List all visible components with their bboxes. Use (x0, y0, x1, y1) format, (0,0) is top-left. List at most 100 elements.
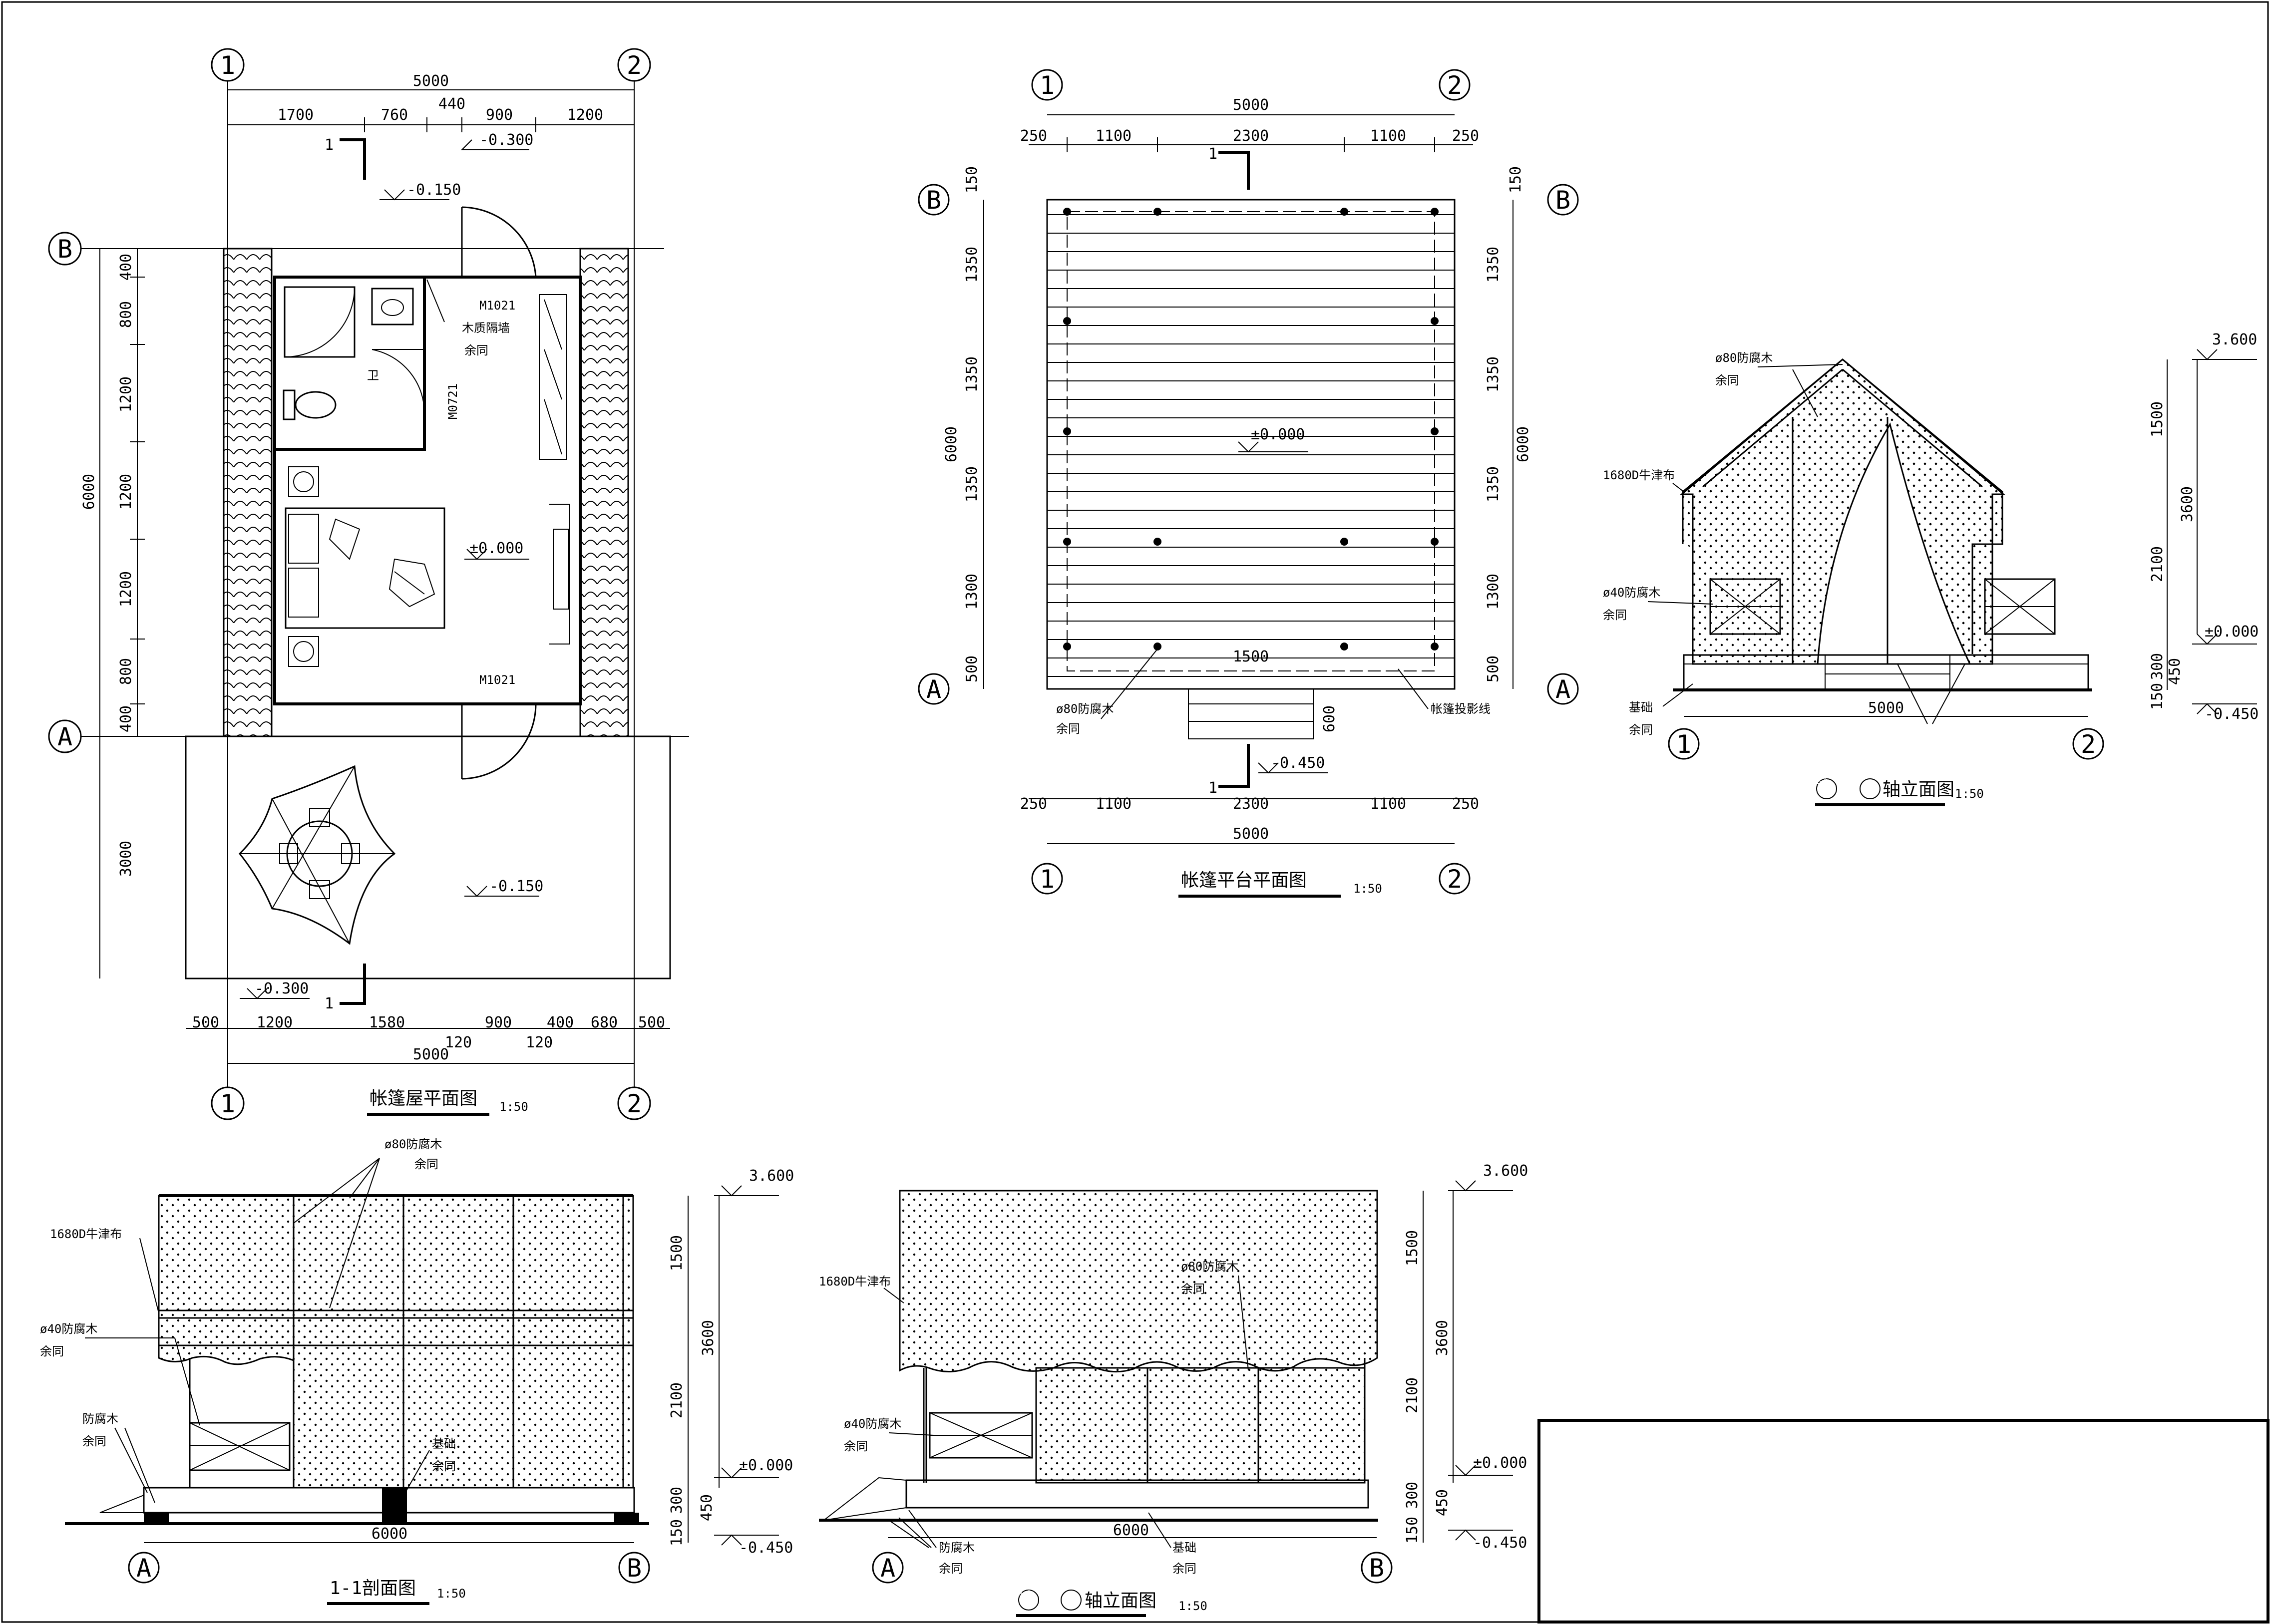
elev12-note-post: ø80防腐木 (1715, 351, 1773, 365)
elevab-dim-width: 6000 (1113, 1522, 1149, 1539)
svg-text:2: 2 (627, 51, 642, 80)
platform-post (1431, 317, 1439, 325)
platform-post (1431, 208, 1439, 216)
svg-text:M0721: M0721 (446, 383, 460, 419)
svg-text:120: 120 (526, 1034, 553, 1051)
svg-text:250: 250 (1452, 127, 1479, 145)
plan-dim-top-total: 5000 (413, 72, 449, 90)
svg-text:1200: 1200 (117, 376, 135, 412)
svg-text:余同: 余同 (1172, 1562, 1196, 1576)
svg-text:-0.300: -0.300 (255, 980, 309, 997)
platform-dim-top-total: 5000 (1233, 96, 1269, 114)
plan-axis-1-bot: 1 (211, 1086, 245, 1120)
svg-text:1: 1 (325, 995, 334, 1012)
svg-text:余同: 余同 (1056, 722, 1080, 736)
platform-dim-bot-total: 5000 (1233, 825, 1269, 843)
wash-basin (371, 288, 414, 325)
platform-post (1063, 427, 1071, 435)
elev12-dim-width: 5000 (1868, 699, 1904, 717)
elevation-1-2: 1 2 5000 1500 2100 300 450 150 3600 3.60… (1603, 331, 2259, 806)
plan-room-outline (273, 276, 582, 705)
svg-text:500: 500 (963, 655, 981, 682)
svg-text:1500: 1500 (1404, 1230, 1421, 1266)
platform-posts (1063, 208, 1439, 650)
platform-post (1340, 643, 1348, 650)
elevab-wall (1035, 1367, 1366, 1484)
svg-text:余同: 余同 (1715, 373, 1739, 387)
elevab-levels: 3.600 ±0.000 -0.450 (1448, 1162, 1528, 1552)
svg-text:900: 900 (485, 1014, 512, 1031)
plan-title: 帐篷屋平面图 (370, 1088, 477, 1109)
svg-text:M1021: M1021 (479, 673, 515, 687)
svg-text:-0.150: -0.150 (407, 181, 461, 199)
plan-dim-terrace: 3000 (117, 841, 135, 877)
plan-axis-2-bot: 2 (617, 1086, 651, 1120)
elevab-title: 轴立面图 A~B (1016, 1590, 1156, 1617)
elev12-note-fabric: 1680D牛津布 (1603, 468, 1675, 482)
svg-text:680: 680 (591, 1014, 618, 1031)
platform-dim-side-total-left: 6000 (943, 426, 960, 462)
svg-text:±0.000: ±0.000 (1473, 1454, 1527, 1472)
elev12-dim-vert: 1500 2100 300 450 150 3600 (2149, 401, 2196, 710)
door-m1021-top (461, 206, 537, 278)
section-scale: 1:50 (437, 1587, 466, 1601)
plan-terrace (185, 735, 671, 979)
svg-text:A: A (926, 675, 941, 704)
section-note-fabric: 1680D牛津布 (50, 1227, 122, 1241)
svg-text:150: 150 (963, 166, 981, 193)
svg-text:1~2: 1~2 (1815, 778, 1828, 786)
plan-level-ground: -0.300 (240, 980, 310, 999)
platform-note-edge: 帐篷投影线 (1431, 702, 1491, 716)
elevab-note-found: 基础 (1172, 1541, 1196, 1555)
platform-post (1431, 427, 1439, 435)
plan-axis-1-top: 1 (211, 48, 245, 82)
tent-projection-line (1067, 211, 1435, 671)
svg-text:150: 150 (668, 1519, 686, 1546)
elevab-dim-vert: 1500 2100 300 450 150 3600 (1404, 1230, 1451, 1544)
elevab-note-wood: 防腐木 (939, 1541, 975, 1555)
section-rail (189, 1358, 291, 1488)
svg-text:500: 500 (192, 1014, 219, 1031)
platform-axis-b-right: B (1547, 184, 1579, 216)
nightstand-bottom (288, 636, 319, 667)
plan-level-room: ±0.000 (464, 540, 529, 560)
platform-post (1153, 208, 1161, 216)
section-note-wood: 防腐木 (82, 1412, 118, 1426)
svg-text:2: 2 (1447, 71, 1462, 100)
svg-text:1300: 1300 (1485, 574, 1502, 610)
svg-text:轴立面图: 轴立面图 (1883, 779, 1954, 800)
svg-text:300: 300 (2149, 653, 2166, 680)
svg-text:3600: 3600 (700, 1320, 717, 1356)
svg-text:400: 400 (117, 254, 135, 281)
section-1-1: A B 6000 1500 2100 300 450 150 3600 3.60… (40, 1137, 794, 1605)
svg-text:150: 150 (1404, 1517, 1421, 1544)
elev12-scale: 1:50 (1955, 787, 1984, 801)
svg-text:1300: 1300 (963, 574, 981, 610)
svg-text:1: 1 (325, 136, 334, 154)
section-note-rail: ø40防腐木 (40, 1322, 97, 1336)
svg-text:1100: 1100 (1096, 127, 1132, 145)
svg-text:-0.300: -0.300 (479, 131, 533, 149)
elevab-axis-b: B (1361, 1552, 1393, 1584)
platform-title: 帐篷平台平面图 (1181, 870, 1307, 891)
svg-text:±0.000: ±0.000 (2205, 623, 2259, 641)
platform-step-depth: 600 (1321, 705, 1338, 732)
svg-text:1: 1 (1676, 730, 1691, 759)
section-dim-vert: 1500 2100 300 450 150 3600 (668, 1235, 717, 1546)
svg-text:1: 1 (1040, 865, 1055, 894)
svg-text:±0.000: ±0.000 (1251, 426, 1305, 443)
svg-text:1350: 1350 (1485, 356, 1502, 392)
svg-text:余同: 余同 (464, 343, 488, 357)
svg-text:1500: 1500 (2149, 401, 2166, 437)
platform-post (1063, 208, 1071, 216)
svg-text:300: 300 (1404, 1482, 1421, 1509)
elevab-platform (905, 1479, 1369, 1509)
svg-text:A: A (136, 1554, 151, 1583)
svg-text:2100: 2100 (1404, 1377, 1421, 1413)
svg-text:M1021: M1021 (479, 299, 515, 313)
platform-dim-top-segs: 250 1100 2300 1100 250 (1020, 127, 1479, 145)
svg-text:1700: 1700 (278, 106, 314, 124)
svg-text:400: 400 (547, 1014, 574, 1031)
svg-text:±0.000: ±0.000 (469, 540, 523, 557)
plan-level-top: -0.300 (460, 131, 533, 150)
